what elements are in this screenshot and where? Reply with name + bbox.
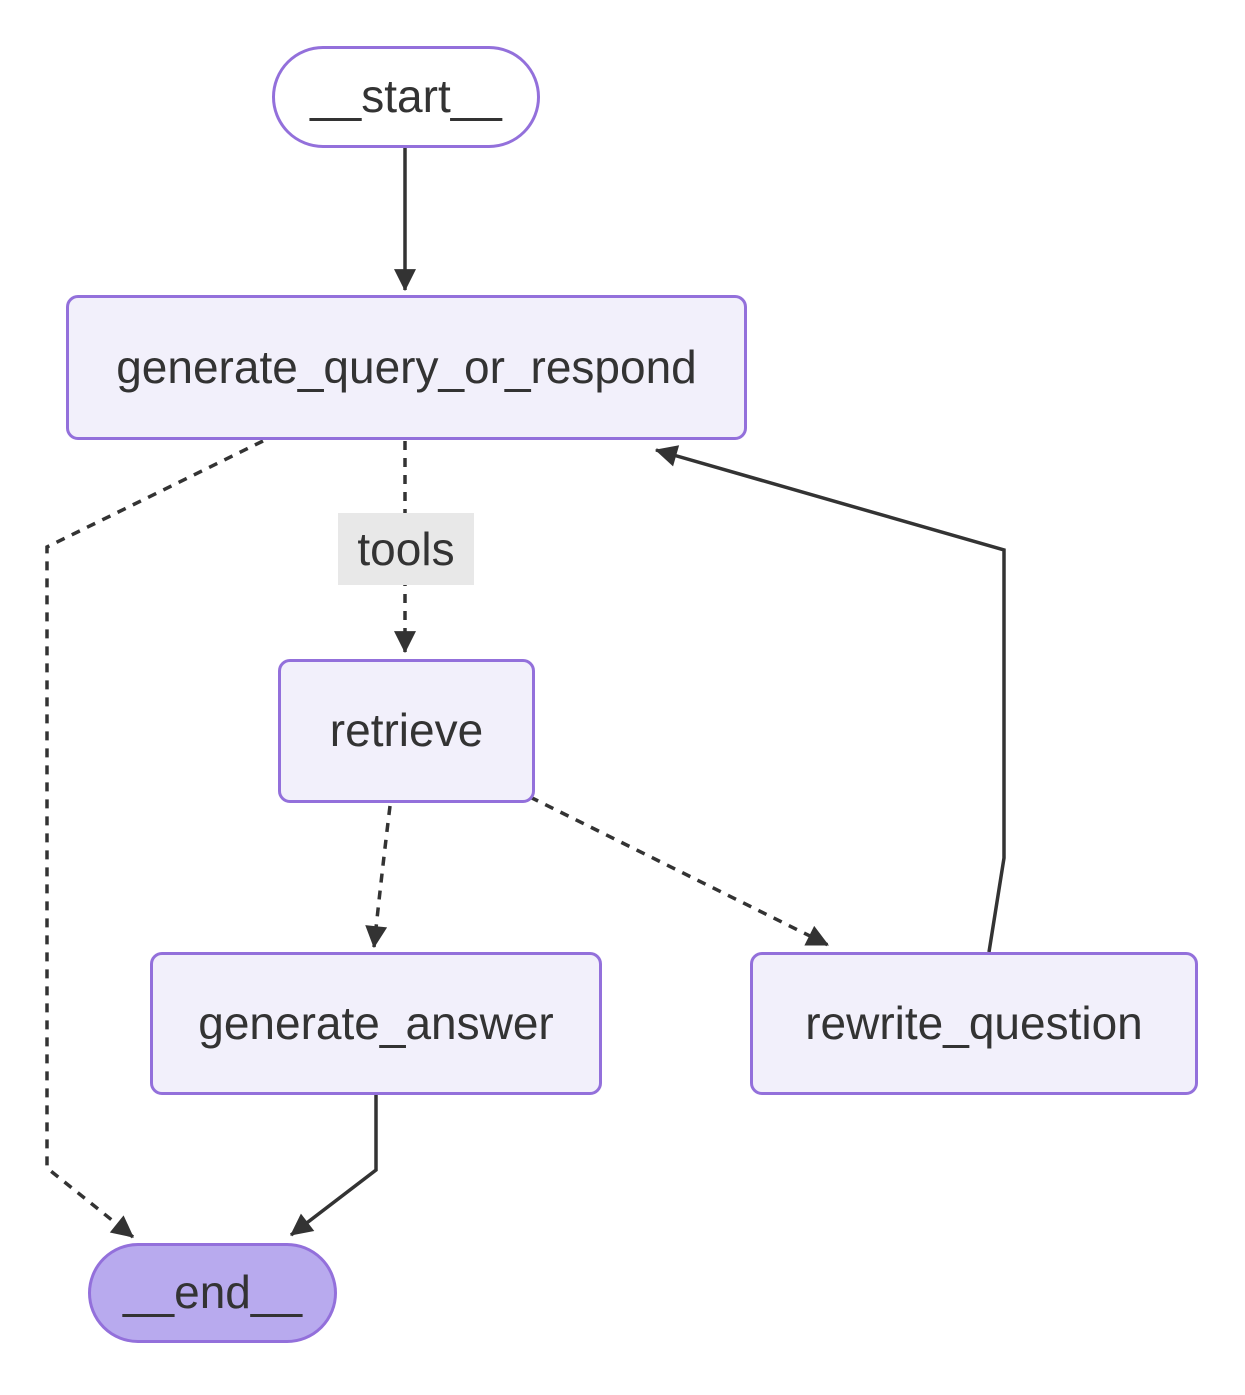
node-end-label: __end__: [122, 1266, 303, 1319]
edge-label-tools: tools: [338, 513, 474, 585]
edge-label-tools-text: tools: [357, 523, 455, 575]
node-generate-query-or-respond: generate_query_or_respond: [66, 295, 747, 440]
edge-retrieve-to-rewrite-question: [529, 795, 829, 947]
node-generate-answer: generate_answer: [150, 952, 602, 1095]
node-rewrite-question: rewrite_question: [750, 952, 1198, 1095]
node-retrieve-label: retrieve: [329, 704, 484, 757]
edge-generate-query-or-respond-to-end: [45, 439, 264, 1239]
node-rewrite-question-label: rewrite_question: [805, 996, 1143, 1049]
edge-retrieve-to-generate-answer: [365, 805, 392, 949]
node-retrieve: retrieve: [278, 659, 535, 803]
node-start-label: __start__: [310, 70, 502, 123]
node-generate-query-or-respond-label: generate_query_or_respond: [116, 340, 697, 393]
node-generate-answer-label: generate_answer: [198, 996, 554, 1049]
node-end: __end__: [88, 1243, 337, 1343]
node-start: __start__: [272, 46, 540, 148]
edge-generate-answer-to-end: [289, 1095, 378, 1237]
edge-rewrite-question-to-generate-query-or-respond: [654, 445, 1006, 953]
